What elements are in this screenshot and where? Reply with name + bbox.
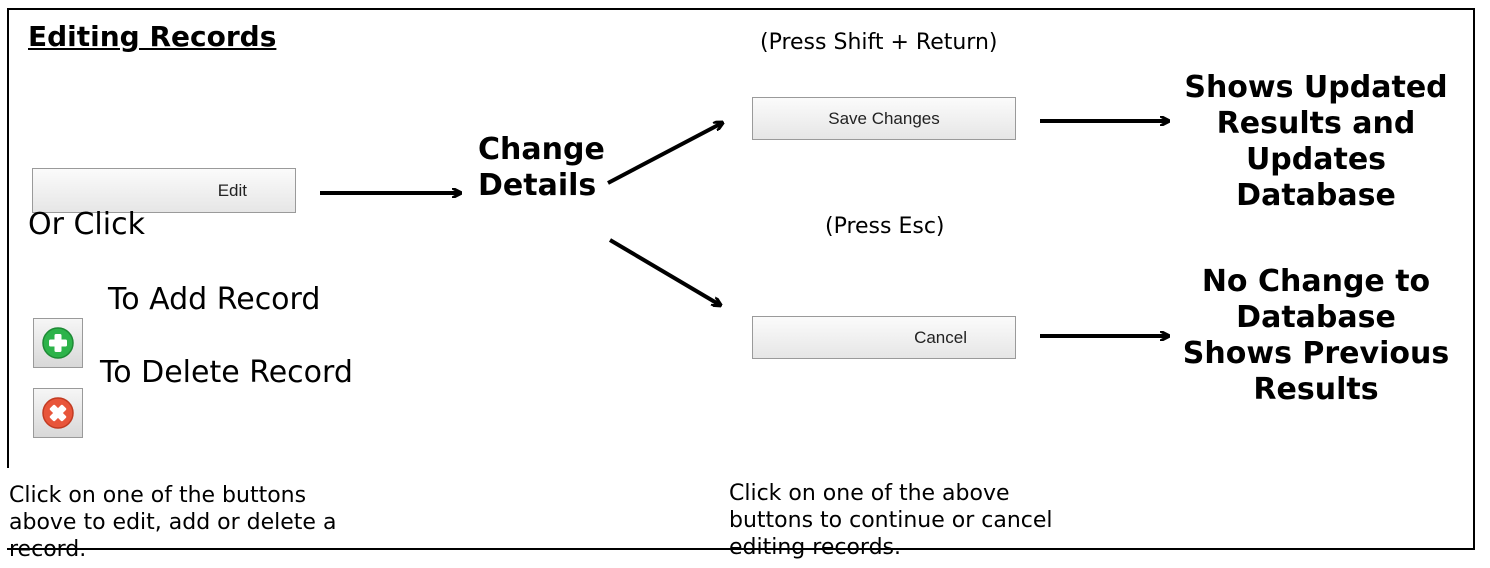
press-esc-hint: (Press Esc) (825, 214, 945, 239)
diagram-frame (7, 8, 1475, 550)
cancel-result-text: No Change to Database Shows Previous Res… (1182, 264, 1450, 407)
delete-record-icon (42, 397, 74, 429)
cancel-button-label: Cancel (914, 327, 967, 347)
or-click-text: Or Click (28, 207, 145, 242)
press-shift-return-hint: (Press Shift + Return) (760, 30, 998, 55)
add-record-text: To Add Record (108, 282, 321, 317)
edit-button-label: Edit (217, 180, 247, 200)
save-changes-button-label: Save Changes (828, 108, 940, 128)
add-record-button[interactable] (33, 318, 83, 368)
change-details-label: Change Details (478, 132, 605, 203)
diagram-frame-left-edge (7, 8, 9, 468)
cancel-button[interactable]: Cancel (752, 316, 1016, 359)
page-title: Editing Records (28, 20, 277, 53)
add-record-icon (42, 327, 74, 359)
save-changes-button[interactable]: Save Changes (752, 97, 1016, 140)
left-instruction-note: Click on one of the buttons above to edi… (9, 483, 337, 562)
edit-button[interactable]: Edit (32, 168, 296, 213)
delete-record-text: To Delete Record (100, 355, 353, 390)
save-result-text: Shows Updated Results and Updates Databa… (1184, 70, 1448, 213)
delete-record-button[interactable] (33, 388, 83, 438)
middle-instruction-note: Click on one of the above buttons to con… (729, 481, 1053, 560)
